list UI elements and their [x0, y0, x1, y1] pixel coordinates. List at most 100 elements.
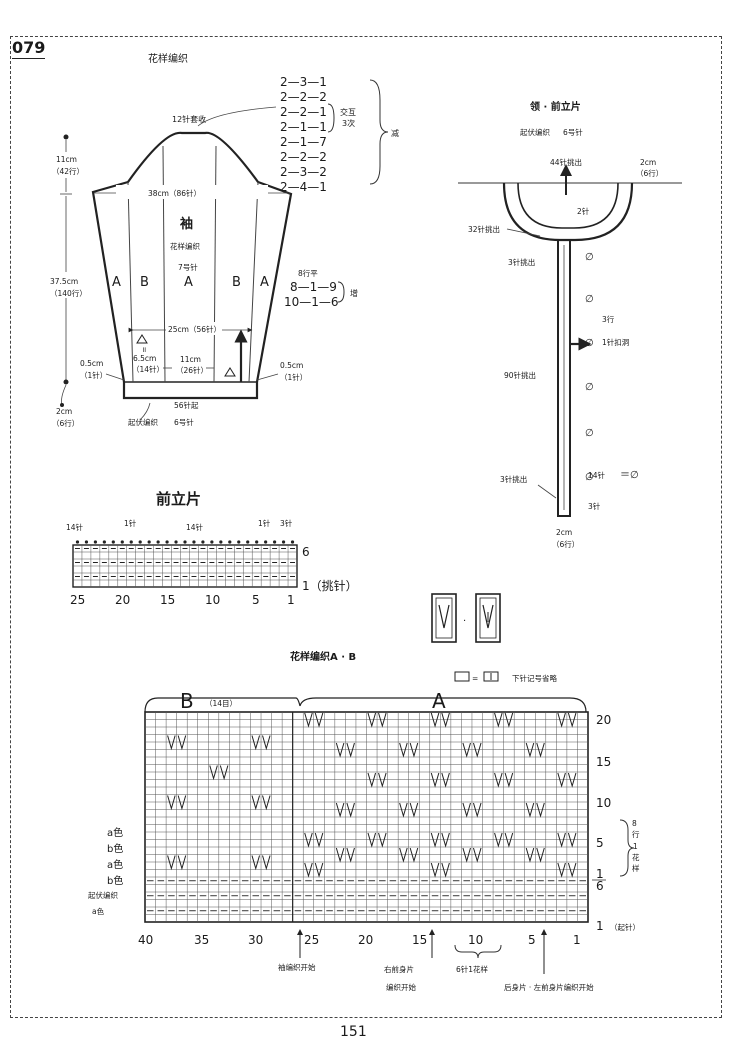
increase-first-label: 8行平	[298, 268, 318, 278]
band-x-tick: 15	[160, 593, 175, 607]
increase-step: 8—1—9	[290, 280, 337, 294]
body-height-label: 37.5cm	[50, 277, 78, 286]
legend-knit-box	[483, 671, 499, 682]
cuff-height-label: 2cm	[56, 407, 72, 416]
x-tick: 5	[528, 933, 536, 947]
bottom-rows-label: （6行）	[552, 539, 579, 549]
three-rows-label: 3行	[602, 314, 615, 324]
decrease-brace	[369, 79, 389, 185]
inc-symbol-icon	[438, 604, 450, 629]
cuff-leader	[61, 384, 67, 406]
decrease-sequence: 2—3—1 2—2—2 2—2—1 2—1—1 2—1—7 2—2—2 2—3—…	[280, 75, 327, 194]
label-bg	[116, 185, 268, 199]
svg-text:∅: ∅	[585, 472, 594, 483]
band-x-tick: 1	[287, 593, 295, 607]
leader-line	[197, 106, 277, 127]
legend-empty-box	[454, 671, 470, 682]
x-tick: 1	[573, 933, 581, 947]
label-b: B	[180, 689, 194, 713]
button-hole-label: 1针扣洞	[602, 337, 629, 347]
edge-right-sts-label: （1针）	[280, 372, 307, 382]
cuff-rows-label: （6行）	[52, 418, 79, 428]
two-sts-label: 2针	[577, 206, 590, 216]
collar-outer	[502, 182, 634, 242]
panel-label-a: A	[112, 275, 121, 290]
band-label: 3针	[280, 518, 293, 528]
garter-label: 起伏编织	[88, 890, 118, 900]
center-a-label: 11cm	[180, 355, 201, 364]
front-band-chart: 前立片 14针 1针 14针 1针 3针 6 1（挑针） 25 20 15 10…	[66, 490, 358, 607]
x-tick: 20	[358, 933, 373, 947]
label-bg	[52, 152, 82, 178]
collar-width-rows-label: （6行）	[636, 168, 663, 178]
garter-color-label: a色	[92, 906, 105, 916]
panel-label-b: B	[232, 275, 241, 290]
row-tick: 5	[596, 836, 604, 850]
sleeve-needle-label: 7号针	[178, 262, 198, 272]
repeat-bracket	[454, 944, 502, 959]
svg-text:∅: ∅	[585, 382, 594, 393]
panel-line	[127, 181, 134, 383]
svg-text:∅: ∅	[585, 252, 594, 263]
band-row-label: 1（挑针）	[302, 578, 358, 593]
x-tick: 15	[412, 933, 427, 947]
front-band-title: 前立片	[156, 490, 201, 508]
collar-needle-label: 6号针	[563, 127, 583, 137]
sleeve-start-label: 袖编织开始	[278, 962, 316, 972]
leader-line	[105, 373, 125, 381]
decrease-step: 2—3—1	[280, 75, 327, 89]
band-x-tick: 25	[70, 593, 85, 607]
cuff-needle-label: 6号针	[174, 417, 194, 427]
triangle-marker-icon	[224, 367, 236, 377]
panel-line	[162, 145, 166, 383]
panel-label-b: B	[140, 275, 149, 290]
decrease-step: 2—2—2	[280, 90, 327, 104]
cast-on-label: 56针起	[174, 400, 199, 410]
panel-label-a: A	[260, 275, 269, 290]
inc-symbol-icon	[482, 604, 494, 629]
repeat-label: 行	[632, 829, 640, 839]
row-tick: 6	[596, 879, 604, 893]
left-front-label: 后身片 · 左前身片编织开始	[504, 982, 594, 992]
width-mid-label: 25cm（56针）	[168, 324, 221, 334]
band-x-tick: 5	[252, 593, 260, 607]
svg-text:∅: ∅	[585, 338, 594, 349]
top-cast-off-label: 12针套收	[172, 114, 206, 124]
label-a: A	[432, 689, 446, 713]
page-number: 151	[340, 1024, 367, 1040]
label-b-count: （14目）	[205, 699, 237, 708]
collar-title: 领 · 前立片	[530, 100, 581, 113]
svg-text:∅: ∅	[585, 428, 594, 439]
dim-dot	[63, 134, 69, 140]
alternate-label: 交互	[340, 107, 356, 117]
decrease-step: 2—2—1	[280, 105, 327, 119]
center-a-sts-label: （26针）	[176, 365, 208, 375]
a-bracket	[299, 697, 587, 713]
x-tick: 25	[304, 933, 319, 947]
collar-diagram: 领 · 前立片 起伏编织 6号针 44针挑出 2cm （6行） 2针 32针挑出…	[458, 100, 682, 549]
row-tick: 15	[596, 755, 611, 769]
row-tick: 1	[596, 867, 604, 881]
label-bg	[166, 322, 222, 335]
decrease-step: 2—3—2	[280, 165, 327, 179]
leader-line	[506, 228, 541, 237]
increase-bracket	[337, 281, 345, 303]
band-x-tick: 20	[115, 593, 130, 607]
band-label: 1针	[258, 518, 271, 528]
row-tick: 1	[596, 919, 604, 933]
symbol-box	[431, 593, 457, 643]
alternate-times-label: 3次	[342, 118, 355, 128]
width-top-label: 38cm（86针）	[148, 188, 201, 198]
three-sts-label: 3针	[588, 501, 601, 511]
svg-text:=: =	[472, 674, 478, 683]
stitch-symbols: ·	[431, 593, 501, 643]
collar-inner	[517, 182, 619, 229]
cuff-stitch-label: 起伏编织	[128, 417, 158, 427]
ab-grid	[144, 711, 589, 923]
decrease-step: 2—2—2	[280, 150, 327, 164]
chart-ab: 花样编织A · B = 下针记号省略 B （14目） A 20 15 10 5 …	[88, 650, 640, 992]
bottom-width-label: 2cm	[556, 528, 572, 537]
leader-line	[139, 402, 151, 421]
x-tick: 30	[248, 933, 263, 947]
